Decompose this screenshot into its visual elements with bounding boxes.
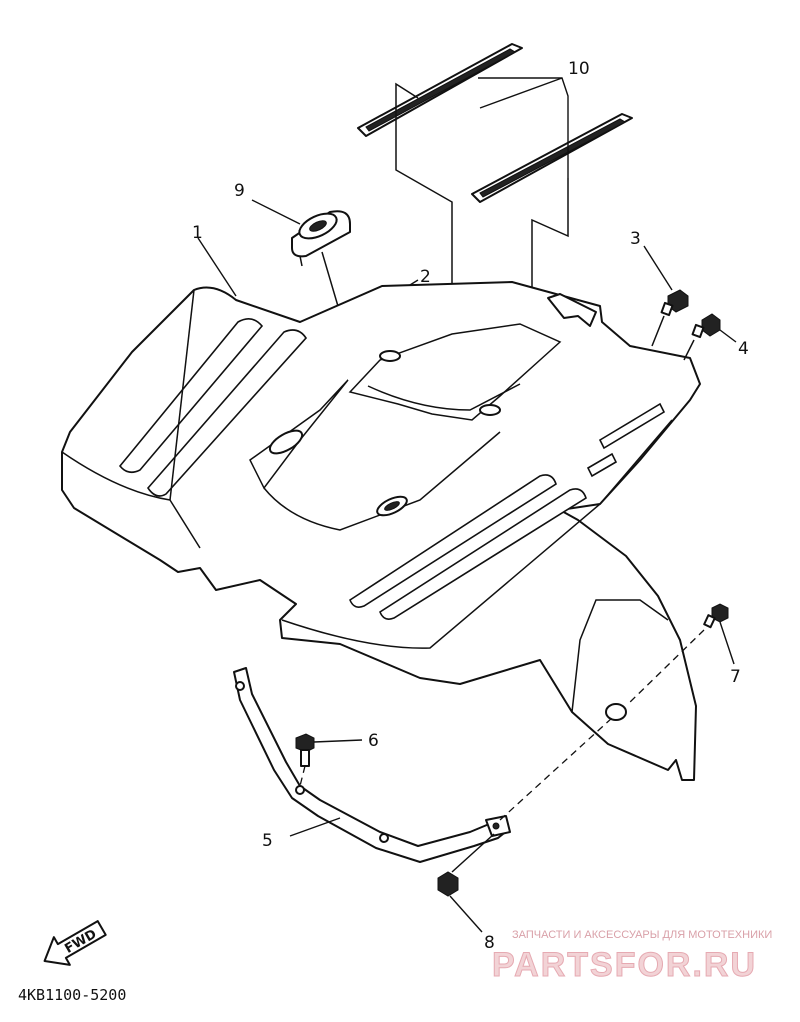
- nut: [437, 871, 459, 897]
- callout-4: 4: [738, 339, 749, 359]
- callout-5: 5: [262, 831, 273, 851]
- bolt-3: [660, 289, 689, 317]
- callout-10: 10: [568, 59, 590, 79]
- callout-3: 3: [630, 229, 641, 249]
- callout-9-leader: [251, 199, 301, 225]
- callout-9: 9: [234, 181, 245, 201]
- callout-4-leader: [719, 329, 737, 343]
- bolt-6: [295, 733, 315, 767]
- callout-7: 7: [730, 667, 741, 687]
- fwd-arrow-icon: FWD: [43, 920, 107, 966]
- callout-1: 1: [192, 223, 203, 243]
- trim-strip-lower: [471, 113, 633, 203]
- callout-10-leader: [478, 77, 569, 178]
- watermark-brand: PARTSFOR.RU: [492, 946, 757, 984]
- callout-7-leader: [719, 621, 735, 665]
- bolt-7: [703, 603, 729, 629]
- strip-guide-left: [395, 82, 453, 345]
- callout-6: 6: [368, 731, 379, 751]
- callout-6-leader: [313, 739, 363, 743]
- callout-8: 8: [484, 933, 495, 953]
- callout-8-leader: [449, 895, 483, 933]
- callout-5-leader: [289, 817, 341, 837]
- bolt-4: [691, 313, 721, 339]
- callout-3-leader: [643, 245, 673, 291]
- part-code: 4KB1100-5200: [18, 986, 126, 1004]
- callout-1-leader: [197, 237, 237, 297]
- watermark-subtitle: ЗАПЧАСТИ И АКСЕССУАРЫ ДЛЯ МОТОТЕХНИКИ: [512, 929, 772, 941]
- callout-2: 2: [420, 267, 431, 287]
- callout-10-leader-b: [479, 77, 563, 109]
- front-fender: [61, 281, 701, 781]
- stay-bracket: [233, 667, 511, 863]
- grommet: [291, 210, 351, 267]
- trim-strip-upper: [357, 43, 523, 137]
